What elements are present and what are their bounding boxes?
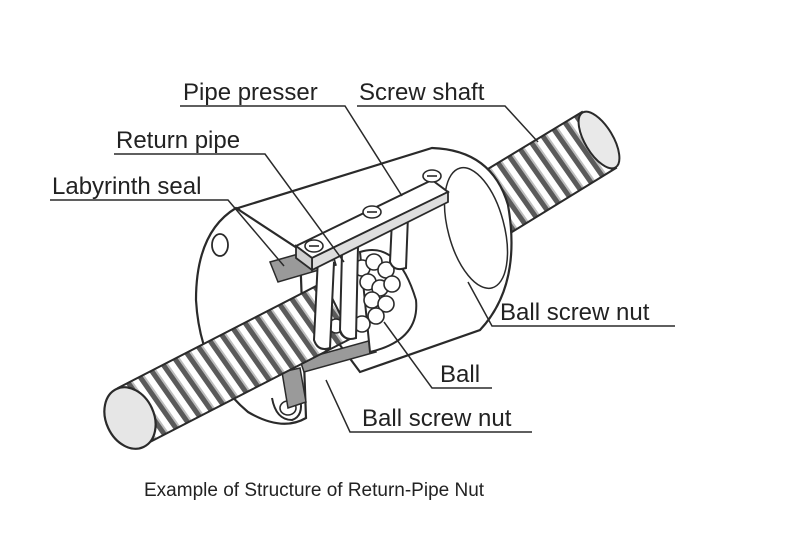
balls	[328, 253, 401, 339]
label-screw-shaft: Screw shaft	[359, 79, 485, 106]
flange-bolt-hole-icon	[211, 233, 229, 257]
label-ball: Ball	[440, 361, 480, 388]
label-return-pipe: Return pipe	[116, 127, 240, 154]
figure-caption: Example of Structure of Return-Pipe Nut	[144, 480, 485, 501]
label-ball-screw-nut-lower: Ball screw nut	[362, 405, 512, 432]
leader-ball	[383, 321, 492, 389]
screw-shaft-left	[103, 280, 354, 450]
label-ball-screw-nut-upper: Ball screw nut	[500, 299, 650, 326]
return-pipes	[312, 215, 409, 350]
leader-labyrinth-seal	[50, 199, 285, 267]
leader-ball-screw-nut-lower	[325, 379, 532, 433]
leader-ball-screw-nut-upper	[467, 281, 675, 327]
leader-pipe-presser	[180, 105, 403, 197]
label-labyrinth-seal: Labyrinth seal	[52, 173, 201, 200]
label-pipe-presser: Pipe presser	[183, 79, 318, 106]
leader-screw-shaft	[357, 105, 539, 143]
leader-lines	[50, 105, 675, 433]
leader-return-pipe	[114, 153, 345, 263]
pipe-presser	[294, 169, 450, 272]
